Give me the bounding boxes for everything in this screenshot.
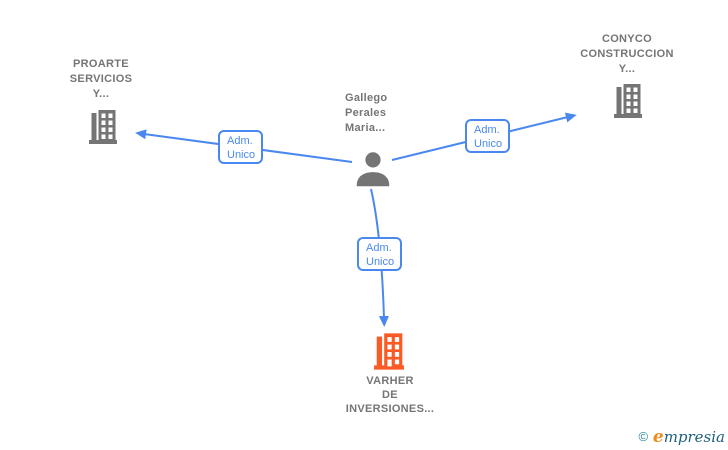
person-name-line: Maria... [345,122,386,134]
building-icon[interactable] [613,83,643,124]
company-name-line: DE [382,389,398,401]
node-varher[interactable]: VARHER DE INVERSIONES... [320,374,460,416]
empresia-brand-link[interactable]: © empresia [638,427,725,447]
company-name-line: VARHER [366,375,414,387]
company-name-conyco[interactable]: CONYCO CONSTRUCCION Y... [567,32,687,77]
building-icon[interactable] [373,332,405,376]
company-name-line: Y... [618,63,636,75]
person-name[interactable]: Gallego Perales Maria... [345,91,435,136]
edge-label-line: Adm. [227,135,253,147]
company-name-proarte[interactable]: PROARTE SERVICIOS Y... [41,57,161,102]
brand-first-letter: e [652,427,664,447]
copyright-icon: © [638,429,649,444]
person-icon[interactable] [352,149,394,192]
person-name-line: Perales [345,107,387,119]
edge-label-line: Unico [366,256,395,268]
company-name-line: CONSTRUCCION [580,48,674,60]
node-proarte[interactable]: PROARTE SERVICIOS Y... [41,57,161,102]
edge-label-line: Adm. [366,242,392,254]
company-name-line: SERVICIOS [69,73,133,85]
edge-label-line: Unico [227,149,256,161]
building-icon[interactable] [88,109,118,150]
company-name-line: CONYCO [601,33,653,45]
edge-label-adm-unico: Adm. Unico [357,237,402,271]
brand-name: mpresia [663,428,725,446]
company-name-line: PROARTE [73,58,129,70]
company-name-line: Y... [92,88,110,100]
edge-label-line: Unico [474,138,503,150]
edge-label-line: Adm. [474,124,500,136]
company-name-line: INVERSIONES... [345,403,435,415]
edge-label-adm-unico: Adm. Unico [218,130,263,164]
edge-label-adm-unico: Adm. Unico [465,119,510,153]
node-person-gallego[interactable]: Gallego Perales Maria... [345,91,435,136]
person-name-line: Gallego [345,92,388,104]
company-name-varher[interactable]: VARHER DE INVERSIONES... [320,374,460,416]
node-conyco[interactable]: CONYCO CONSTRUCCION Y... [567,32,687,77]
